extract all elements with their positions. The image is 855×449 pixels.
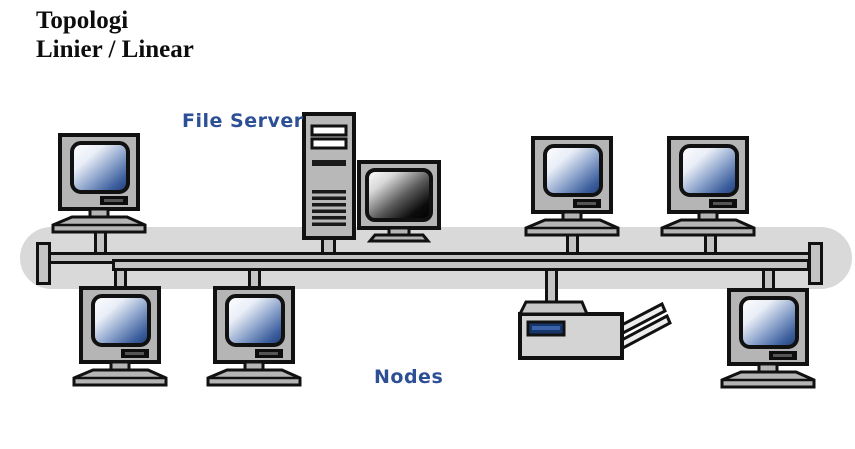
workstation-bottom-1	[69, 286, 172, 388]
workstation-top-3	[657, 136, 760, 238]
bus-terminator-left	[36, 242, 51, 285]
workstation-bottom-3	[717, 288, 820, 390]
workstation-icon	[521, 136, 624, 238]
workstation-icon	[657, 136, 760, 238]
bus-terminator-right	[808, 242, 823, 285]
workstation-icon	[48, 133, 151, 235]
workstation-icon	[203, 286, 306, 388]
file-server-monitor	[357, 160, 441, 244]
server-monitor-icon	[357, 160, 441, 244]
workstation-top-2	[521, 136, 624, 238]
file-server-label: File Server	[182, 110, 304, 132]
workstation-top-1	[48, 133, 151, 235]
printer-icon	[518, 300, 673, 362]
title-line-1: Topologi	[36, 7, 129, 34]
workstation-icon	[69, 286, 172, 388]
page-title: Topologi Linier / Linear	[36, 6, 194, 64]
server-tower-icon	[302, 112, 356, 240]
bus-cable-lower-run	[112, 259, 810, 271]
file-server-tower	[302, 112, 356, 240]
title-line-2: Linier / Linear	[36, 36, 194, 63]
workstation-bottom-2	[203, 286, 306, 388]
printer	[518, 300, 673, 362]
workstation-icon	[717, 288, 820, 390]
nodes-label: Nodes	[374, 366, 444, 388]
